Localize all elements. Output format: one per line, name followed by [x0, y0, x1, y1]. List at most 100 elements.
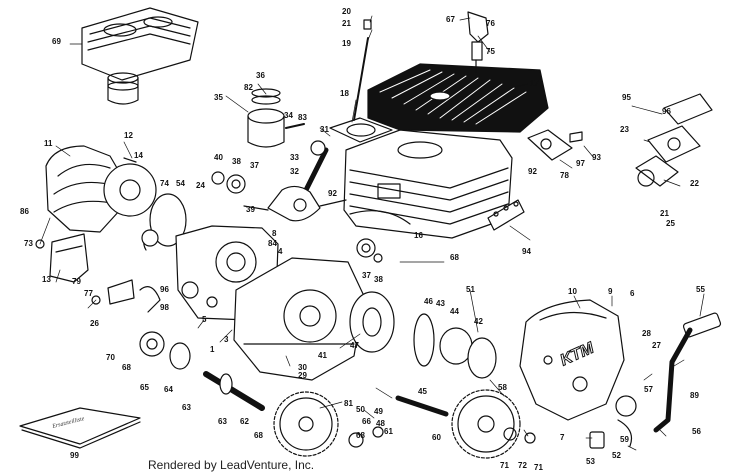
callout-c19: 19 — [342, 39, 351, 48]
callout-c74: 74 — [160, 179, 169, 188]
callout-c95: 95 — [622, 93, 631, 102]
callout-c82: 82 — [244, 83, 253, 92]
callout-c78: 78 — [560, 171, 569, 180]
callout-c68b: 68 — [122, 363, 131, 372]
callout-c53: 53 — [586, 457, 595, 466]
callout-c41: 41 — [318, 351, 327, 360]
manual-booklet-99 — [19, 407, 141, 449]
callout-c33: 33 — [290, 153, 299, 162]
callout-c39: 39 — [246, 205, 255, 214]
callout-c47: 47 — [350, 341, 359, 350]
callout-c97: 97 — [576, 159, 585, 168]
callout-c96: 96 — [662, 107, 671, 116]
clutch-cover-10 — [519, 299, 625, 421]
callout-c99: 99 — [70, 451, 79, 460]
render-credit: Rendered by LeadVenture, Inc. — [148, 458, 315, 472]
callout-c20: 20 — [342, 7, 351, 16]
callout-c42: 42 — [474, 317, 483, 326]
callout-c37a: 37 — [250, 161, 259, 170]
callout-c66: 66 — [362, 417, 371, 426]
callout-c17: 17 — [530, 79, 539, 88]
crankshaft-33 — [243, 140, 347, 222]
callout-c32: 32 — [290, 167, 299, 176]
callout-c31: 31 — [320, 125, 329, 134]
callout-c4: 4 — [278, 247, 283, 256]
stud-19 — [353, 19, 372, 121]
callout-c92a: 92 — [528, 167, 537, 176]
stator-14 — [103, 157, 157, 217]
callout-c22: 22 — [690, 179, 699, 188]
callout-c75: 75 — [486, 47, 495, 56]
gear-shaft-63 — [169, 342, 265, 411]
callout-c98: 98 — [160, 303, 169, 312]
callout-c5: 5 — [202, 315, 207, 324]
callout-c79: 79 — [72, 277, 81, 286]
callout-c73: 73 — [24, 239, 33, 248]
piston-35 — [247, 88, 305, 148]
callout-c40: 40 — [214, 153, 223, 162]
callout-c12: 12 — [124, 131, 133, 140]
callout-c29: 29 — [298, 371, 307, 380]
callout-c25: 25 — [666, 219, 675, 228]
callout-c68c: 68 — [254, 431, 263, 440]
callout-c3: 3 — [224, 335, 229, 344]
callout-c26: 26 — [90, 319, 99, 328]
callout-c10: 10 — [568, 287, 577, 296]
callout-c51: 51 — [466, 285, 475, 294]
callout-c89: 89 — [690, 391, 699, 400]
callout-c14: 14 — [134, 151, 143, 160]
callout-c86: 86 — [20, 207, 29, 216]
leader-lines — [39, 15, 705, 451]
gear-61 — [451, 389, 521, 459]
callout-c30: 30 — [298, 363, 307, 372]
clutch-pack — [349, 291, 497, 379]
callout-c35: 35 — [214, 93, 223, 102]
callout-c58: 58 — [498, 383, 507, 392]
gear-81 — [273, 391, 339, 457]
callout-c52: 52 — [612, 451, 621, 460]
ignition-coil-13 — [35, 233, 89, 283]
callout-c83: 83 — [298, 113, 307, 122]
callout-c6: 6 — [630, 289, 635, 298]
callout-c60: 60 — [432, 433, 441, 442]
pins-94 — [487, 199, 525, 231]
callout-c64: 64 — [164, 385, 173, 394]
callout-c68a: 68 — [450, 253, 459, 262]
callout-c81: 81 — [344, 399, 353, 408]
callout-c28: 28 — [642, 329, 651, 338]
callout-c23: 23 — [620, 125, 629, 134]
head-gasket-18 — [329, 117, 393, 143]
callout-c21b: 21 — [660, 209, 669, 218]
callout-c37b: 37 — [362, 271, 371, 280]
callout-c71a: 71 — [500, 461, 509, 470]
callout-c45: 45 — [418, 387, 427, 396]
callout-c7: 7 — [560, 433, 565, 442]
spark-plug-76 — [467, 11, 489, 73]
callout-c93: 93 — [592, 153, 601, 162]
callout-c13: 13 — [42, 275, 51, 284]
callout-c71b: 71 — [534, 463, 543, 472]
clip-16 — [349, 210, 411, 225]
callout-c68d: 68 — [356, 431, 365, 440]
callout-c69: 69 — [52, 37, 61, 46]
callout-c55: 55 — [696, 285, 705, 294]
callout-c16: 16 — [414, 231, 423, 240]
callout-c84: 84 — [268, 239, 277, 248]
callout-c96b: 96 — [160, 285, 169, 294]
callout-c70: 70 — [106, 353, 115, 362]
callout-c48: 48 — [376, 419, 385, 428]
callout-c61: 61 — [384, 427, 393, 436]
bearings — [211, 171, 383, 263]
callout-c8: 8 — [272, 229, 277, 238]
callout-c94: 94 — [522, 247, 531, 256]
callout-c63a: 63 — [182, 403, 191, 412]
callout-c49: 49 — [374, 407, 383, 416]
callout-c67: 67 — [446, 15, 455, 24]
callout-c56: 56 — [692, 427, 701, 436]
crankcase-right — [233, 257, 365, 381]
callout-c76: 76 — [486, 19, 495, 28]
callout-c34: 34 — [284, 111, 293, 120]
callout-c72: 72 — [518, 461, 527, 470]
